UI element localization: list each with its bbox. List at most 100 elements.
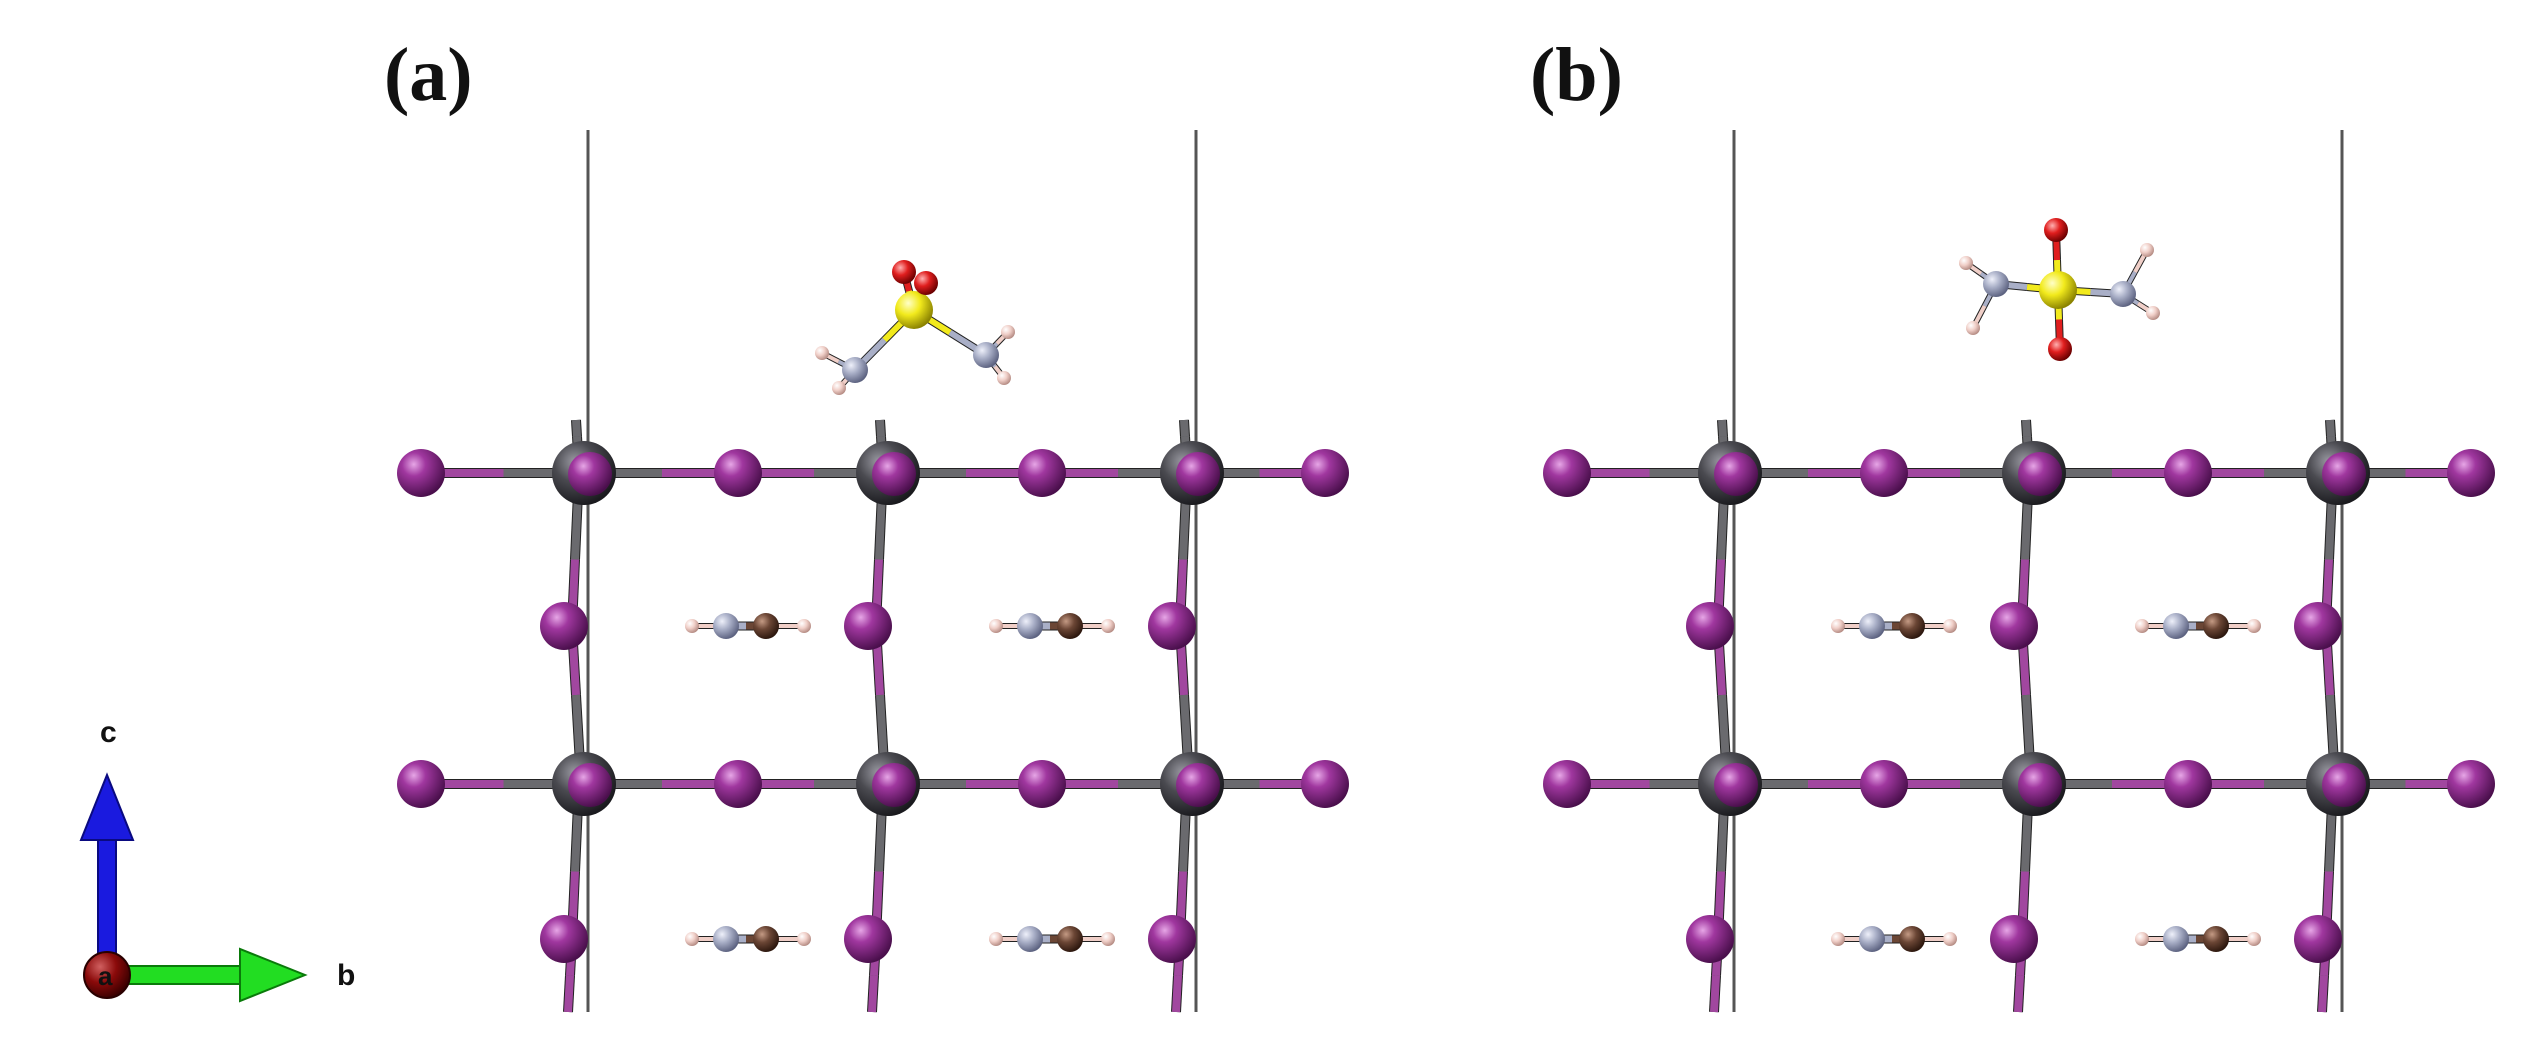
nitrogen-atom [2163, 613, 2189, 639]
hydrogen-atom [1831, 619, 1845, 633]
nitrogen-atom [1983, 271, 2009, 297]
interlayer-cation [1831, 926, 1957, 952]
hydrogen-atom [815, 346, 829, 360]
iodine-atom [2294, 915, 2342, 963]
iodine-atom [872, 763, 916, 807]
axes-indicator: a c b [79, 716, 355, 1003]
hydrogen-atom [1001, 325, 1015, 339]
iodine-atom [844, 915, 892, 963]
iodine-atom [2164, 449, 2212, 497]
hydrogen-atom [685, 932, 699, 946]
panel-b: (b) [1530, 33, 2495, 1013]
iodine-atom [1543, 449, 1591, 497]
interlayer-cation [1831, 613, 1957, 639]
hydrogen-atom [2247, 932, 2261, 946]
iodine-atom [1714, 452, 1758, 496]
iodine-atom [2294, 602, 2342, 650]
hydrogen-atom [2146, 306, 2160, 320]
iodine-atom [397, 449, 445, 497]
iodine-atom [1301, 449, 1349, 497]
iodine-atom [1176, 763, 1220, 807]
iodine-atom [568, 452, 612, 496]
hydrogen-atom [1101, 619, 1115, 633]
hydrogen-atom [2135, 619, 2149, 633]
iodine-atom [714, 449, 762, 497]
iodine-atom [2447, 760, 2495, 808]
iodine-atom [844, 602, 892, 650]
hydrogen-atom [2135, 932, 2149, 946]
hydrogen-atom [1831, 932, 1845, 946]
iodine-atom [714, 760, 762, 808]
iodine-atom [1990, 915, 2038, 963]
iodine-atom [2322, 452, 2366, 496]
oxygen-atom [914, 271, 938, 295]
hydrogen-atom [1966, 321, 1980, 335]
oxygen-atom [2048, 337, 2072, 361]
iodine-atom [1018, 449, 1066, 497]
iodine-atom [397, 760, 445, 808]
iodine-atom [2018, 452, 2062, 496]
carbon-atom [2203, 613, 2229, 639]
hydrogen-atom [997, 371, 1011, 385]
oxygen-atom [892, 260, 916, 284]
carbon-atom [1057, 613, 1083, 639]
panel-label-a: (a) [384, 33, 473, 117]
nitrogen-atom [973, 342, 999, 368]
hydrogen-atom [989, 932, 1003, 946]
iodine-atom [1860, 760, 1908, 808]
interlayer-cation [989, 613, 1115, 639]
nitrogen-atom [1017, 926, 1043, 952]
sulfur-atom [2039, 271, 2077, 309]
iodine-atom [540, 915, 588, 963]
hydrogen-atom [1101, 932, 1115, 946]
hydrogen-atom [1943, 932, 1957, 946]
carbon-atom [1899, 613, 1925, 639]
carbon-atom [753, 613, 779, 639]
interlayer-cation [685, 926, 811, 952]
iodine-atom [1686, 915, 1734, 963]
iodine-atom [1301, 760, 1349, 808]
iodine-atom [1148, 602, 1196, 650]
nitrogen-atom [713, 926, 739, 952]
iodine-atom [1714, 763, 1758, 807]
nitrogen-atom [842, 357, 868, 383]
iodine-atom [1148, 915, 1196, 963]
nitrogen-atom [1859, 926, 1885, 952]
sulfur-atom [895, 291, 933, 329]
hydrogen-atom [2140, 243, 2154, 257]
panel-label-b: (b) [1530, 33, 1623, 117]
hydrogen-atom [832, 381, 846, 395]
hydrogen-atom [685, 619, 699, 633]
hydrogen-atom [1959, 256, 1973, 270]
nitrogen-atom [2163, 926, 2189, 952]
panel-a: (a) [384, 33, 1349, 1013]
axis-a-marker [83, 951, 131, 999]
interlayer-cation [2135, 613, 2261, 639]
carbon-atom [1899, 926, 1925, 952]
adsorbed-molecule [1959, 218, 2160, 361]
oxygen-atom [2044, 218, 2068, 242]
nitrogen-atom [713, 613, 739, 639]
iodine-atom [1990, 602, 2038, 650]
iodine-atom [568, 763, 612, 807]
iodine-atom [2018, 763, 2062, 807]
iodine-atom [2164, 760, 2212, 808]
hydrogen-atom [2247, 619, 2261, 633]
axis-b-arrowhead [239, 947, 308, 1003]
nitrogen-atom [2110, 281, 2136, 307]
iodine-atom [1686, 602, 1734, 650]
interlayer-cation [2135, 926, 2261, 952]
carbon-atom [1057, 926, 1083, 952]
iodine-atom [540, 602, 588, 650]
axis-c-label: c [100, 716, 117, 749]
hydrogen-atom [797, 619, 811, 633]
iodine-atom [2447, 449, 2495, 497]
axis-b-label: b [337, 959, 355, 992]
iodine-atom [1176, 452, 1220, 496]
interlayer-cation [989, 926, 1115, 952]
nitrogen-atom [1017, 613, 1043, 639]
interlayer-cation [685, 613, 811, 639]
carbon-atom [753, 926, 779, 952]
axis-a-label: a [98, 961, 113, 991]
